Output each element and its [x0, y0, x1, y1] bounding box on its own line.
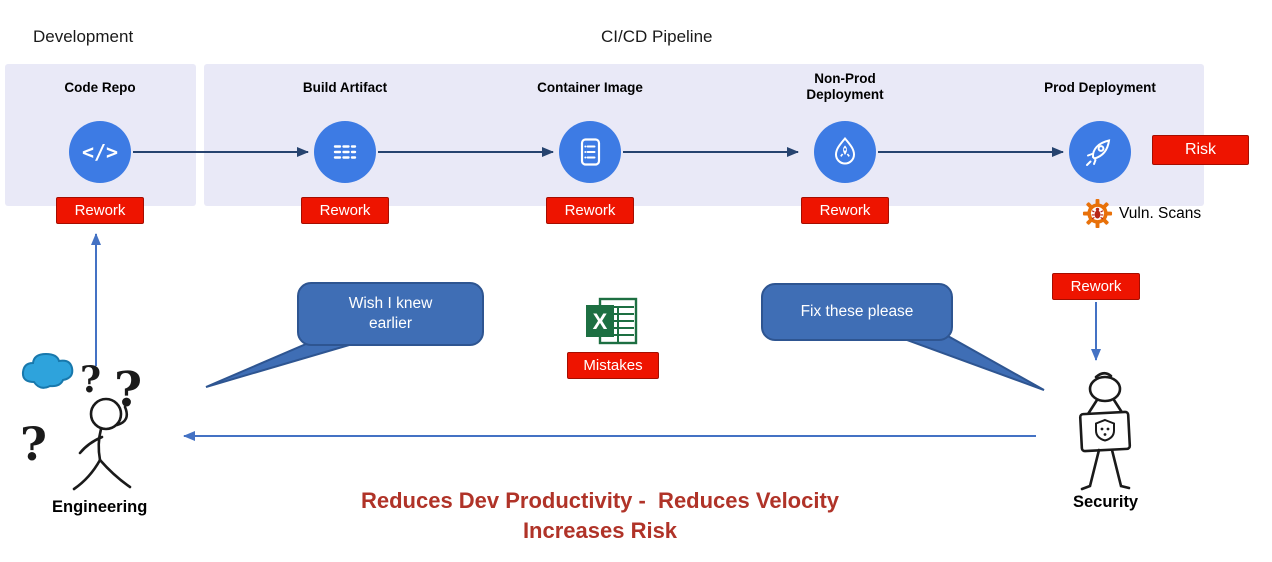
development-section-label: Development — [33, 27, 134, 46]
stage-title-code-repo: Code Repo — [64, 80, 136, 95]
nonprod-deploy-icon — [834, 136, 856, 165]
rework-badge-container-image: Rework — [546, 197, 634, 224]
container-image-icon — [580, 138, 601, 166]
prod-deploy-node — [1069, 121, 1131, 183]
stick-figure — [1078, 371, 1132, 491]
stick-figure — [72, 397, 132, 491]
wish-speech-bubble: Wish I knew earlier — [297, 282, 484, 346]
footer-impact-line1: Reduces Dev Productivity - Reduces Veloc… — [360, 488, 840, 513]
security-label: Security — [1073, 493, 1139, 511]
svg-text:X: X — [593, 309, 608, 334]
fix-speech-bubble: Fix these please — [761, 283, 953, 341]
engineering-figure: ? ? ? — [20, 352, 142, 491]
nonprod-deploy-node — [814, 121, 876, 183]
question-mark-icon: ? — [80, 359, 101, 401]
build-artifact-icon — [333, 145, 357, 159]
container-image-node — [559, 121, 621, 183]
shield-icon — [1095, 418, 1115, 442]
footer-impact-line2: Increases Risk — [522, 518, 678, 543]
svg-text:</>: </> — [82, 140, 118, 164]
stage-title-prod-deploy: Prod Deployment — [1044, 80, 1156, 95]
rework-badge-nonprod-deploy: Rework — [801, 197, 889, 224]
rework-badge-security: Rework — [1052, 273, 1140, 300]
stage-title-build-artifact: Build Artifact — [302, 80, 388, 95]
code-icon: </> — [82, 140, 118, 164]
prod-rocket-icon — [1086, 139, 1111, 166]
vuln-scan-gear-icon — [1082, 198, 1113, 229]
build-artifact-node — [314, 121, 376, 183]
confusion-cloud-icon — [21, 352, 74, 389]
rework-badge-build-artifact: Rework — [301, 197, 389, 224]
security-figure — [1078, 371, 1132, 491]
rework-badge-code-repo: Rework — [56, 197, 144, 224]
excel-icon: X — [586, 297, 638, 345]
vuln-scans-label: Vuln. Scans — [1119, 205, 1202, 222]
stage-title-container-image: Container Image — [537, 80, 643, 95]
code-repo-node: </> — [69, 121, 131, 183]
engineering-label: Engineering — [52, 498, 148, 516]
question-mark-icon: ? — [20, 417, 47, 471]
mistakes-badge: Mistakes — [567, 352, 659, 379]
stage-title-nonprod-deploy: Non-Prod Deployment — [806, 71, 884, 103]
cicd-section-label: CI/CD Pipeline — [601, 27, 713, 46]
risk-badge: Risk — [1152, 135, 1249, 165]
